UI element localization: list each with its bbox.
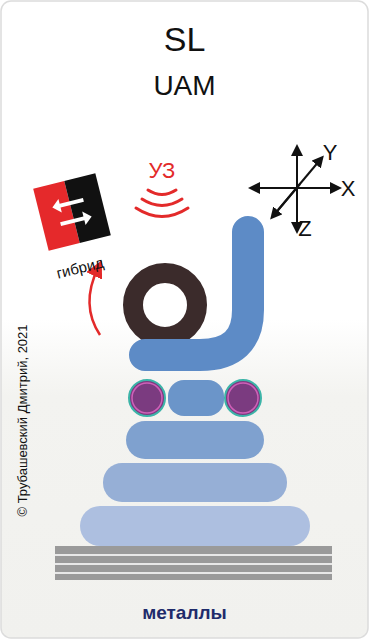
axis-label: Y xyxy=(323,142,338,164)
ultrasound-waves xyxy=(136,190,188,217)
subtitle: UAM xyxy=(153,72,215,100)
caption: металлы xyxy=(142,603,227,622)
axis-label: X xyxy=(341,178,356,200)
layer-stack xyxy=(80,421,310,546)
part-body xyxy=(145,232,248,355)
rotation-arrow xyxy=(89,268,100,335)
foil-row xyxy=(129,380,261,416)
ultrasound-label: УЗ xyxy=(149,160,176,182)
copyright-note: © Трубашевский Дмитрий, 2021 xyxy=(16,324,29,516)
hybrid-icon xyxy=(33,173,111,251)
sonotrode-ring xyxy=(133,273,197,337)
title: SL xyxy=(164,22,206,56)
axis-label: Z xyxy=(298,218,311,240)
base-plate xyxy=(55,546,332,580)
